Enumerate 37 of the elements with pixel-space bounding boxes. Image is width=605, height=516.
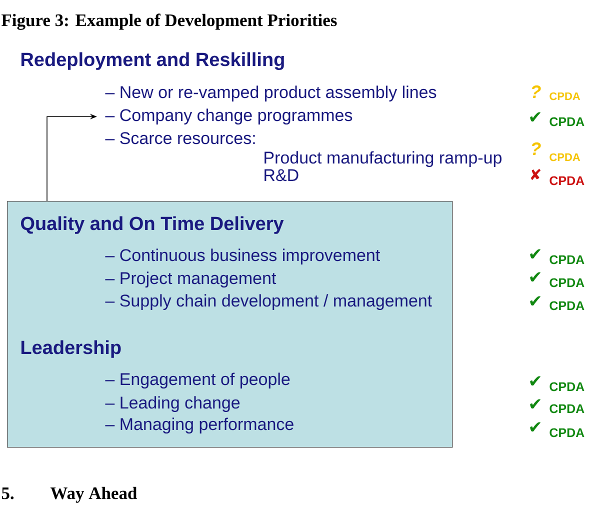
status-code: CPDA <box>550 404 584 414</box>
list-item: – Company change programmes <box>105 108 352 125</box>
status-code: CPDA <box>550 428 584 438</box>
status-code: CPDA <box>550 278 584 288</box>
figure-title: Figure 3: Example of Development Priorities <box>2 14 337 30</box>
heading: Leadership <box>21 340 121 358</box>
status-code: CPDA <box>550 255 584 264</box>
list-item: Product manufacturing ramp-up <box>264 151 502 168</box>
check-mark: ✔ <box>530 272 540 282</box>
status-code: CPDA <box>550 153 580 162</box>
heading: Quality and On Time Delivery <box>21 216 284 234</box>
check-mark: ✔ <box>530 112 540 122</box>
section-number: 5. <box>2 488 14 500</box>
list-item: – Supply chain development / management <box>105 294 432 310</box>
check-mark: ✔ <box>530 249 540 259</box>
list-item: – New or re-vamped product assembly lines <box>105 86 436 102</box>
question-mark: ? <box>532 142 541 155</box>
status-code: CPDA <box>550 382 584 392</box>
section-heading: Way Ahead <box>50 486 138 503</box>
heading: Redeployment and Reskilling <box>21 52 284 70</box>
check-mark: ✔ <box>530 296 540 306</box>
cross-mark: ✘ <box>531 168 540 180</box>
list-item: – Continuous business improvement <box>105 248 380 265</box>
question-mark: ? <box>532 85 541 98</box>
status-code: CPDA <box>550 117 584 126</box>
list-item: R&D <box>264 169 298 182</box>
status-code: CPDA <box>550 176 584 186</box>
list-item: – Scarce resources: <box>105 132 255 144</box>
list-item: – Engagement of people <box>105 372 290 389</box>
check-mark: ✔ <box>530 422 540 432</box>
status-code: CPDA <box>550 92 580 100</box>
status-code: CPDA <box>550 301 584 310</box>
check-mark: ✔ <box>530 399 540 409</box>
list-item: – Leading change <box>105 396 240 412</box>
list-item: – Managing performance <box>105 418 294 434</box>
check-mark: ✔ <box>530 376 540 386</box>
list-item: – Project management <box>105 272 276 288</box>
